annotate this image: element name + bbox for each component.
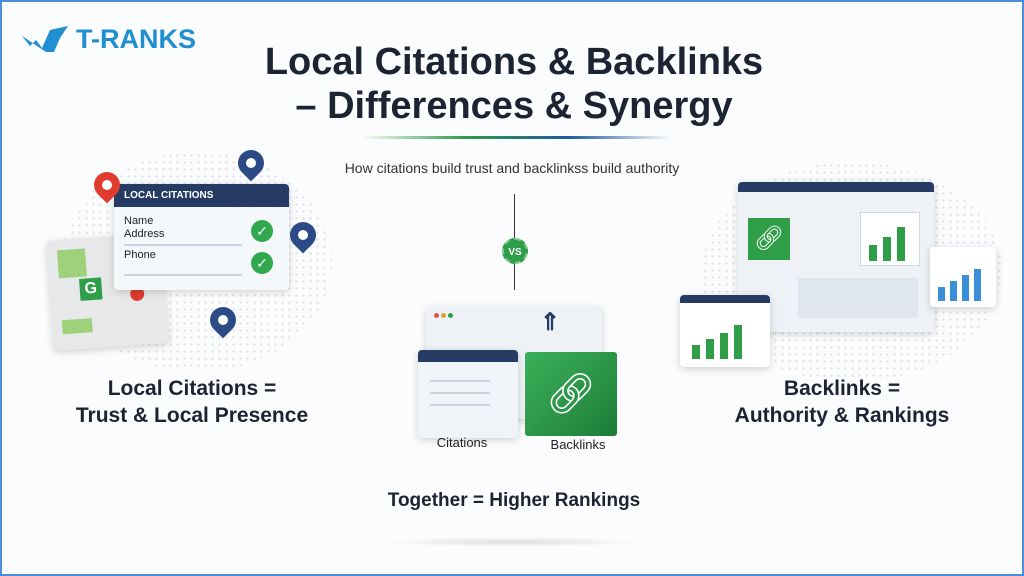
line [124, 244, 242, 246]
link-icon: 🔗︎ [545, 372, 597, 416]
caption-line: Backlinks = [783, 377, 901, 400]
check-icon: ✓ [251, 252, 273, 274]
caption-line: Local Citations = [107, 377, 277, 400]
growth-chart-icon [860, 212, 920, 266]
website-window: 🔗︎ [738, 182, 934, 332]
shark-logo-icon [22, 26, 68, 52]
citations-puzzle-piece [418, 350, 518, 438]
window-header [738, 182, 934, 192]
content-block [798, 278, 918, 318]
citation-field-address: Address [124, 228, 165, 240]
shadow [382, 537, 642, 547]
line [124, 274, 242, 276]
backlinks-puzzle-piece: 🔗︎ [525, 352, 617, 436]
citations-label: Citations [436, 435, 488, 450]
page-title: Local Citations & Backlinks – Difference… [214, 40, 814, 128]
caption-line: Trust & Local Presence [75, 404, 309, 427]
citation-field-phone: Phone [124, 249, 156, 261]
subtitle: How citations build trust and backlinkss… [344, 160, 680, 176]
divider [362, 136, 672, 139]
backlinks-caption: Backlinks = Authority & Rankings [692, 375, 992, 429]
logo: T-RANKS [20, 22, 196, 56]
growth-card [680, 295, 770, 367]
logo-text: T-RANKS [76, 23, 196, 54]
citation-card: LOCAL CITATIONS Name Address Phone ✓ ✓ [114, 184, 289, 290]
puzzle-header [418, 350, 518, 362]
lines [430, 380, 490, 382]
local-citations-caption: Local Citations = Trust & Local Presence [42, 375, 342, 429]
caption-line: Authority & Rankings [734, 404, 950, 427]
title-line-1: Local Citations & Backlinks [264, 41, 764, 83]
together-caption: Together = Higher Rankings [387, 490, 641, 511]
citation-field-name: Name [124, 215, 154, 227]
citation-card-title: LOCAL CITATIONS [114, 184, 289, 207]
link-icon: 🔗︎ [748, 218, 790, 260]
map-park [61, 318, 93, 335]
title-line-2: – Differences & Synergy [295, 85, 733, 127]
map-park [56, 248, 87, 279]
arrow-up-icon: ⇑ [540, 309, 561, 336]
backlinks-label: Backlinks [550, 437, 606, 452]
maps-badge-icon: G [79, 277, 103, 301]
vs-badge: VS [502, 238, 528, 264]
window-dots-icon [434, 313, 439, 318]
bar-chart-card [930, 247, 996, 307]
check-icon: ✓ [251, 220, 273, 242]
